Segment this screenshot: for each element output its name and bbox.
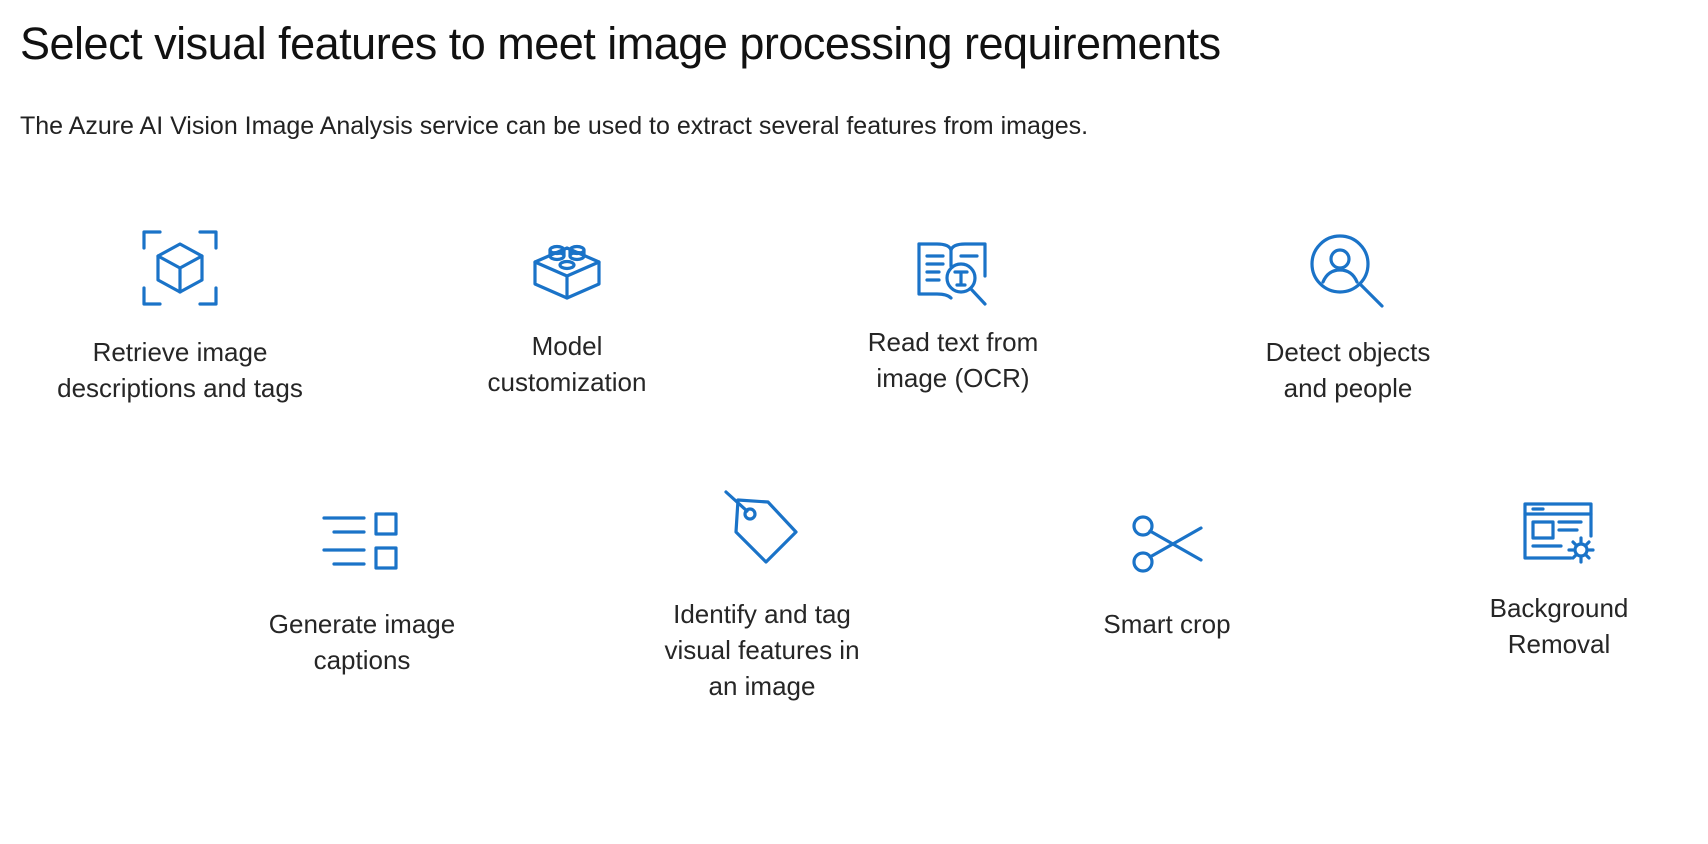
feature-label: Identify and tag visual features in an i… — [664, 599, 860, 701]
feature-detect-objects-people: Detect objects and people — [1188, 232, 1508, 406]
window-gear-icon — [1399, 500, 1708, 564]
slide-title: Select visual features to meet image pro… — [20, 18, 1221, 69]
tag-icon — [602, 488, 922, 568]
feature-label: Smart crop — [1103, 609, 1231, 639]
feature-read-text-ocr: Read text from image (OCR) — [793, 236, 1113, 396]
cube-scan-icon — [20, 228, 340, 308]
feature-label: Detect objects and people — [1265, 337, 1431, 403]
feature-smart-crop: Smart crop — [1007, 512, 1327, 642]
feature-label: Retrieve image descriptions and tags — [57, 337, 303, 403]
feature-label: Background Removal — [1489, 593, 1629, 659]
feature-label: Model customization — [487, 331, 647, 397]
feature-identify-tag: Identify and tag visual features in an i… — [602, 488, 922, 704]
feature-background-removal: Background Removal — [1399, 500, 1708, 662]
feature-label: Read text from image (OCR) — [867, 327, 1039, 393]
scissors-icon — [1007, 512, 1327, 576]
feature-retrieve-descriptions-tags: Retrieve image descriptions and tags — [20, 228, 340, 406]
feature-label: Generate image captions — [268, 609, 456, 675]
person-search-icon — [1188, 232, 1508, 312]
caption-list-icon — [202, 510, 522, 574]
building-block-icon — [407, 232, 727, 304]
feature-generate-captions: Generate image captions — [202, 510, 522, 678]
book-magnifier-icon — [793, 236, 1113, 308]
slide-subtitle: The Azure AI Vision Image Analysis servi… — [20, 112, 1089, 140]
feature-model-customization: Model customization — [407, 232, 727, 400]
